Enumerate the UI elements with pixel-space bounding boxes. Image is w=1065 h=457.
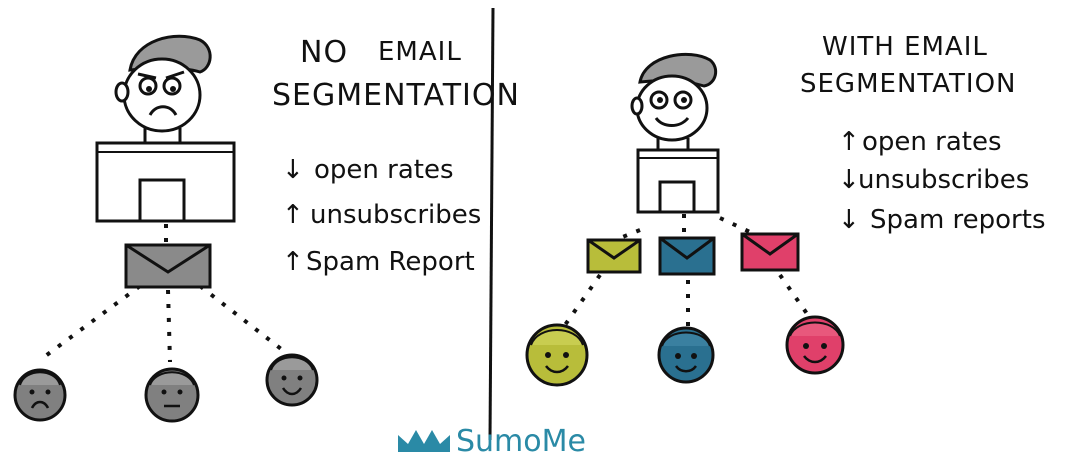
blue-envelope-icon: [658, 236, 716, 276]
left-subscriber-happy-icon: [265, 353, 319, 407]
smile-icon: [654, 116, 690, 127]
crown-icon: [398, 430, 450, 452]
left-metric-arrow-3: ↑: [282, 247, 304, 277]
right-metric-unsubscribes: unsubscribes: [858, 165, 1029, 195]
green-subscriber-happy-icon: [525, 323, 589, 387]
right-metric-arrow-1: ↑: [838, 127, 860, 157]
green-envelope-icon: [586, 238, 642, 274]
left-metric-arrow-1: ↓: [282, 155, 304, 185]
right-title-with-email: WITH EMAIL: [822, 32, 988, 62]
left-envelope-icon: [124, 243, 212, 289]
left-title-segmentation: SEGMENTATION: [272, 78, 520, 113]
left-connectors: [38, 224, 287, 363]
left-title-email: EMAIL: [378, 37, 462, 67]
right-metrics-list: ↑ open rates ↓ unsubscribes ↓ Spam repor…: [838, 127, 1046, 235]
pink-subscriber-happy-icon: [785, 315, 845, 375]
blue-subscriber-happy-icon: [657, 326, 715, 384]
frown-icon: [148, 105, 178, 116]
left-title-no: NO: [300, 35, 348, 70]
right-metric-open-rates: open rates: [862, 127, 1002, 157]
left-metric-spam-report: Spam Report: [306, 247, 475, 277]
left-subscriber-sad-icon: [13, 368, 67, 422]
brand-name: SumoMe: [456, 424, 586, 457]
left-metric-arrow-2: ↑: [282, 200, 304, 230]
left-marketer: [95, 34, 236, 223]
left-metrics-list: ↓ open rates ↑ unsubscribes ↑ Spam Repor…: [282, 155, 481, 277]
pink-envelope-icon: [740, 232, 800, 272]
right-title-segmentation: SEGMENTATION: [800, 69, 1016, 99]
right-metric-arrow-2: ↓: [838, 165, 860, 195]
left-head-icon: [122, 57, 202, 133]
right-metric-arrow-3: ↓: [838, 205, 860, 235]
right-marketer: [630, 52, 720, 214]
right-metric-spam-reports: Spam reports: [870, 205, 1046, 235]
left-metric-open-rates: open rates: [314, 155, 454, 185]
sumome-logo: SumoMe: [398, 424, 586, 457]
left-metric-unsubscribes: unsubscribes: [310, 200, 481, 230]
center-divider: [488, 7, 495, 441]
right-connectors: [563, 214, 812, 330]
left-subscriber-neutral-icon: [144, 367, 200, 423]
right-head-icon: [635, 74, 709, 142]
